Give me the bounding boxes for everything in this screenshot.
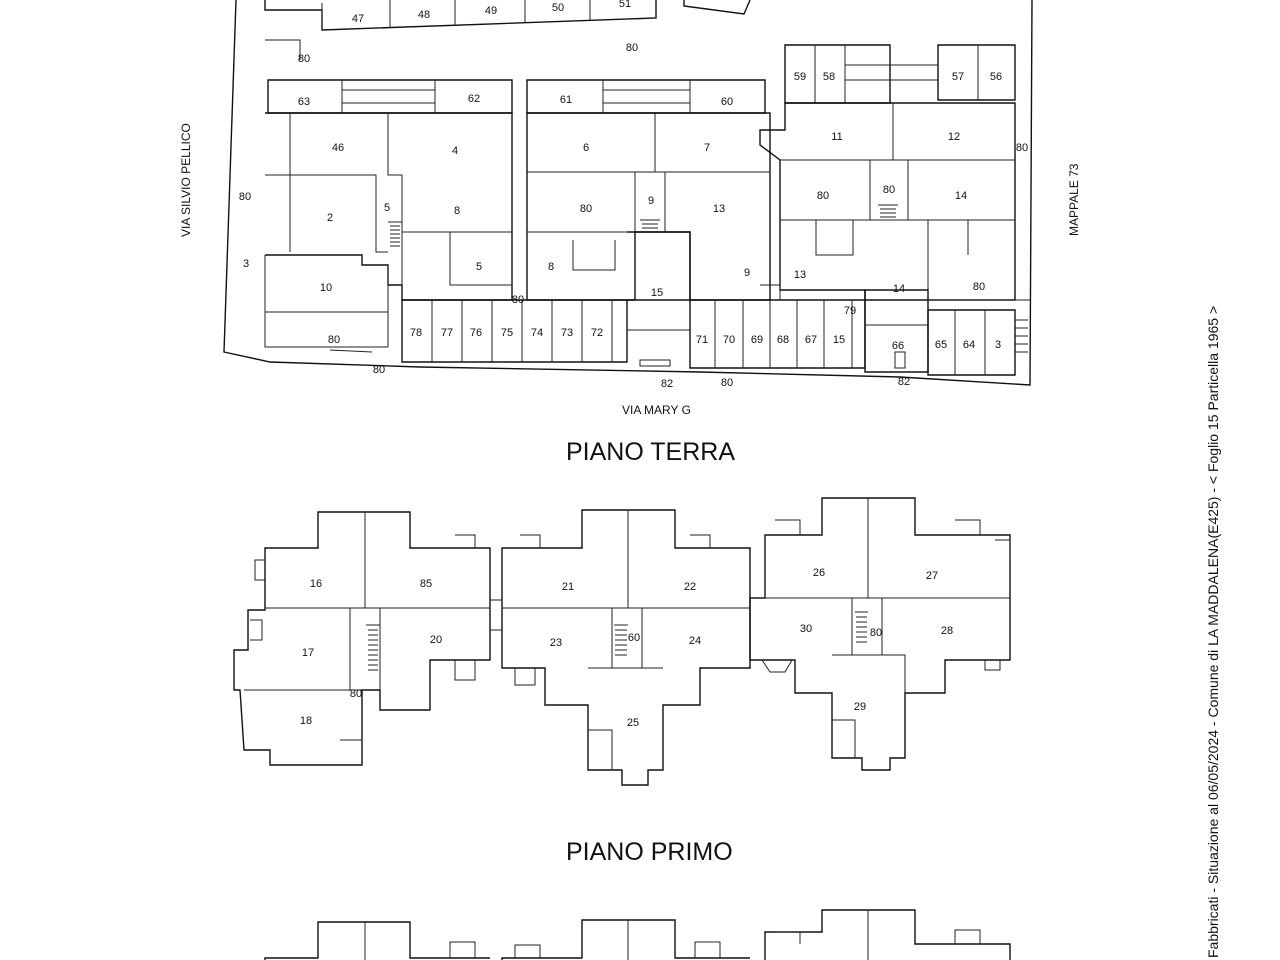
ground-room-label: 82	[898, 376, 910, 388]
ground-room-label: 11	[831, 131, 842, 143]
first-room-label: 22	[684, 581, 696, 593]
ground-room-label: 77	[441, 327, 453, 339]
first-room-label: 20	[430, 634, 442, 646]
margin-note: Fabbricati - Situazione al 06/05/2024 - …	[1205, 306, 1221, 958]
first-room-label: 21	[562, 581, 574, 593]
ground-room-label: 80	[239, 191, 251, 203]
ground-room-label: 82	[661, 378, 673, 390]
first-room-label: 18	[300, 715, 312, 727]
street-label-left: VIA SILVIO PELLICO	[179, 123, 193, 237]
ground-room-label: 79	[844, 305, 856, 317]
ground-room-label: 3	[243, 258, 249, 270]
ground-room-label: 70	[723, 334, 735, 346]
street-label-bottom: VIA MARY G	[622, 403, 691, 417]
street-label-right: MAPPALE 73	[1067, 163, 1081, 236]
ground-room-label: 9	[744, 267, 750, 279]
ground-room-label: 76	[470, 327, 482, 339]
ground-room-label: 78	[410, 327, 422, 339]
ground-room-label: 80	[973, 281, 985, 293]
ground-room-label: 68	[777, 334, 789, 346]
ground-room-label: 4	[452, 145, 458, 157]
first-room-label: 24	[689, 635, 701, 647]
ground-room-label: 49	[485, 5, 497, 17]
ground-room-label: 66	[892, 340, 904, 352]
ground-room-label: 71	[696, 334, 708, 346]
ground-room-label: 12	[948, 131, 960, 143]
ground-room-label: 7	[704, 142, 710, 154]
ground-room-label: 63	[298, 96, 310, 108]
ground-room-label: 47	[352, 13, 364, 25]
ground-room-label: 56	[990, 71, 1002, 83]
ground-room-label: 64	[963, 339, 975, 351]
ground-room-label: 58	[823, 71, 835, 83]
ground-room-label: 3	[995, 339, 1001, 351]
first-room-label: 60	[628, 632, 640, 644]
first-room-label: 25	[627, 717, 639, 729]
ground-room-label: 13	[713, 203, 725, 215]
ground-room-label: 60	[721, 96, 733, 108]
ground-room-label: 74	[531, 327, 543, 339]
ground-room-label: 69	[751, 334, 763, 346]
first-room-label: 30	[800, 623, 812, 635]
first-room-label: 23	[550, 637, 562, 649]
ground-room-label: 5	[384, 202, 390, 214]
ground-room-label: 51	[619, 0, 631, 10]
ground-room-label: 80	[298, 53, 310, 65]
ground-room-label: 80	[817, 190, 829, 202]
ground-room-label: 2	[327, 212, 333, 224]
first-room-label: 28	[941, 625, 953, 637]
ground-room-label: 48	[418, 9, 430, 21]
first-room-label: 27	[926, 570, 938, 582]
ground-room-label: 80	[512, 294, 524, 306]
ground-room-label: 59	[794, 71, 806, 83]
ground-room-label: 62	[468, 93, 480, 105]
ground-room-label: 61	[560, 94, 572, 106]
ground-room-label: 50	[552, 2, 564, 14]
first-room-label: 17	[302, 647, 314, 659]
ground-room-label: 80	[328, 334, 340, 346]
first-room-label: 85	[420, 578, 432, 590]
ground-room-label: 73	[561, 327, 573, 339]
ground-room-label: 75	[501, 327, 513, 339]
ground-room-label: 72	[591, 327, 603, 339]
ground-room-label: 80	[626, 42, 638, 54]
first-room-label: 80	[870, 627, 882, 639]
ground-room-label: 8	[548, 261, 554, 273]
first-room-label: 26	[813, 567, 825, 579]
first-room-label: 29	[854, 701, 866, 713]
ground-room-label: 67	[805, 334, 817, 346]
ground-room-label: 15	[651, 287, 663, 299]
ground-room-label: 14	[955, 190, 967, 202]
first-floor-plan	[233, 497, 1011, 786]
second-floor-plan-partial	[264, 909, 1011, 960]
ground-room-label: 80	[883, 184, 895, 196]
ground-room-label: 8	[454, 205, 460, 217]
first-room-label: 16	[310, 578, 322, 590]
ground-floor-title: PIANO TERRA	[566, 438, 735, 466]
first-room-label: 80	[350, 688, 362, 700]
ground-room-label: 14	[893, 283, 905, 295]
ground-room-label: 13	[794, 269, 806, 281]
ground-room-label: 6	[583, 142, 589, 154]
ground-room-label: 80	[721, 377, 733, 389]
ground-room-label: 15	[833, 334, 845, 346]
ground-room-label: 80	[580, 203, 592, 215]
ground-room-label: 80	[373, 364, 385, 376]
ground-room-label: 46	[332, 142, 344, 154]
ground-room-label: 65	[935, 339, 947, 351]
ground-floor-plan	[223, 0, 1033, 386]
ground-room-label: 9	[648, 195, 654, 207]
ground-room-label: 10	[320, 282, 332, 294]
first-floor-title: PIANO PRIMO	[566, 838, 733, 866]
ground-room-label: 80	[1016, 142, 1028, 154]
first-floor-room-labels: 16 85 21 22 26 27 17 20 23 60 24 30 80 28 80 18 25 29	[300, 567, 953, 729]
ground-room-label: 5	[476, 261, 482, 273]
ground-room-label: 57	[952, 71, 964, 83]
